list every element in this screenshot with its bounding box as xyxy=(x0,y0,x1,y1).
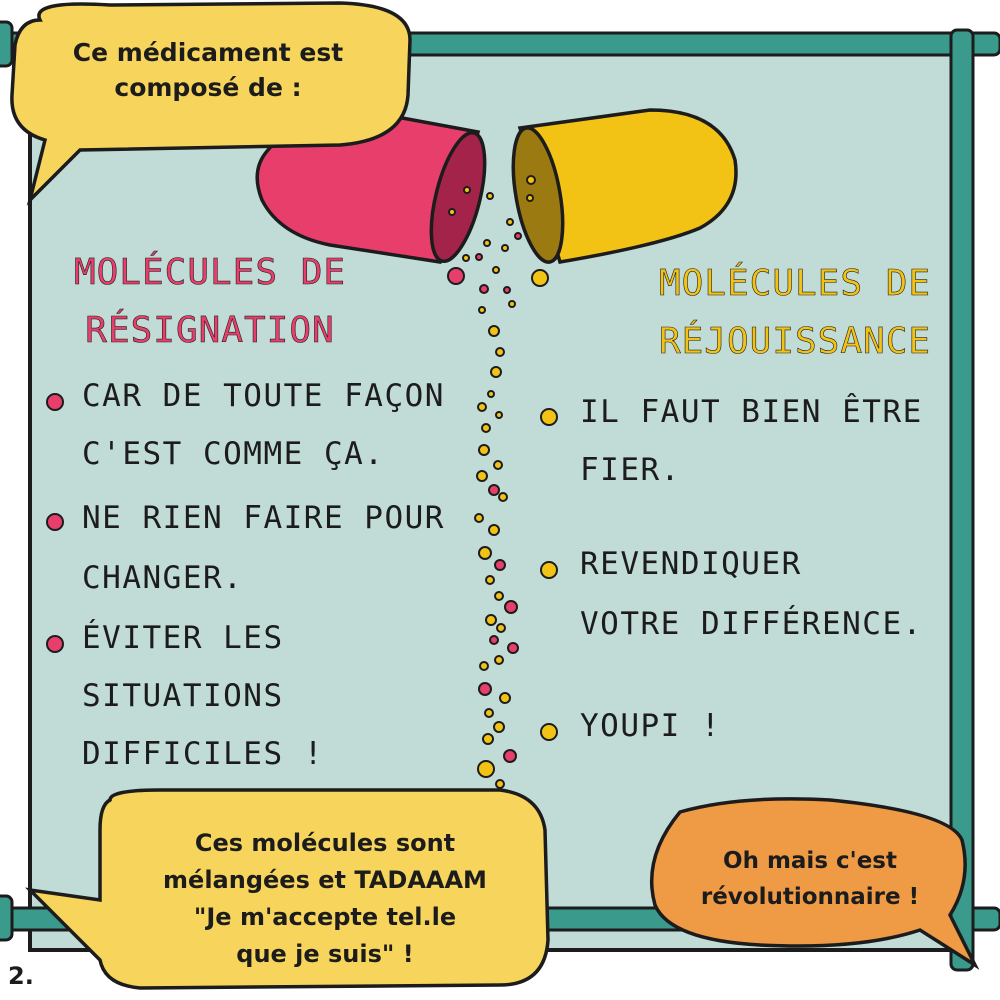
resignation-bullet-2-line-1: NE RIEN FAIRE POUR xyxy=(82,500,445,536)
rejouissance-bullet-2-line-2: VOTRE DIFFÉRENCE. xyxy=(580,606,923,642)
resignation-bullet-3-line-2: SITUATIONS xyxy=(82,678,284,714)
rejouissance-bullet-1-line-1: IL FAUT BIEN ÊTRE xyxy=(580,394,923,430)
bullet-dot-icon xyxy=(46,635,64,653)
bottom-right-bubble-line2: révolutionnaire ! xyxy=(700,884,920,910)
bottom-left-bubble-line4: que je suis" ! xyxy=(236,940,414,968)
resignation-title-line1: Molécules De xyxy=(73,252,347,294)
top-bubble-line2: composé de : xyxy=(114,73,302,102)
resignation-bullet-2-line-2: CHANGER. xyxy=(82,560,244,596)
resignation-title-line2: Résignation xyxy=(85,310,335,352)
resignation-title: Molécules De Résignation xyxy=(45,244,375,360)
top-bubble-text: Ce médicament est composé de : xyxy=(28,35,388,105)
rejouissance-bullet-2-line-1: REVENDIQUER xyxy=(580,546,802,582)
bullet-dot-icon xyxy=(540,723,558,741)
rejouissance-bullet-1-line-2: FIER. xyxy=(580,452,681,488)
falling-granules-icon xyxy=(447,175,549,789)
bullet-dot-icon xyxy=(46,393,64,411)
resignation-bullet-1-line-2: C'EST COMME ÇA. xyxy=(82,436,385,472)
rejouissance-title-line2: Réjouissance xyxy=(658,321,932,363)
resignation-bullet-1-line-1: CAR DE TOUTE FAÇON xyxy=(82,378,445,414)
rejouissance-bullet-3-line-1: YOUPI ! xyxy=(580,708,722,744)
bottom-right-speech-bubble xyxy=(649,797,980,970)
resignation-bullet-3-line-1: ÉVITER LES xyxy=(82,620,284,656)
bottom-left-bubble-line2: mélangées et TADAAAM xyxy=(163,866,487,894)
top-bubble-line1: Ce médicament est xyxy=(72,38,344,67)
page-number: 2. xyxy=(8,962,34,990)
resignation-bullet-3-line-3: DIFFICILES ! xyxy=(82,736,324,772)
bullet-dot-icon xyxy=(46,513,64,531)
bullet-dot-icon xyxy=(540,561,558,579)
bottom-left-bubble-line1: Ces molécules sont xyxy=(194,829,456,857)
rejouissance-title-line1: Molécules De xyxy=(658,263,932,305)
rejouissance-title: Molécules De Réjouissance xyxy=(630,255,960,371)
bottom-right-bubble-text: Oh mais c'est révolutionnaire ! xyxy=(655,843,965,915)
bottom-right-bubble-line1: Oh mais c'est xyxy=(723,848,897,874)
bullet-dot-icon xyxy=(540,408,558,426)
bottom-left-speech-bubble xyxy=(25,788,550,990)
bottom-left-bubble-line3: "Je m'accepte tel.le xyxy=(193,903,457,931)
top-speech-bubble xyxy=(10,1,412,206)
bottom-left-bubble-text: Ces molécules sont mélangées et TADAAAM … xyxy=(105,825,545,973)
open-capsule-icon xyxy=(255,108,738,264)
